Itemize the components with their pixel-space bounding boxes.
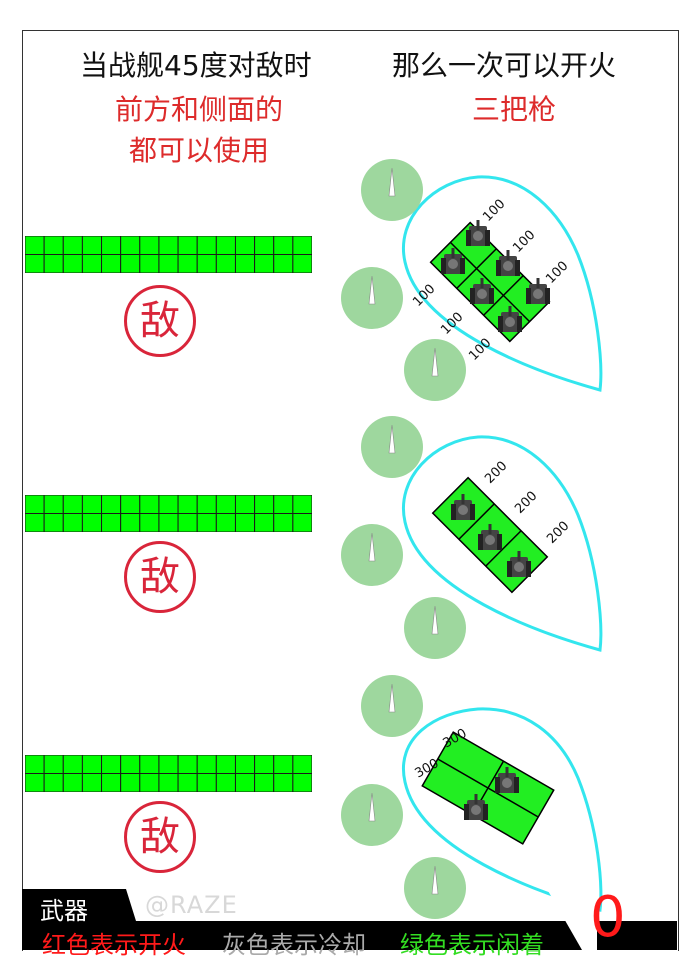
- enemy-grid-3: [25, 755, 312, 792]
- range-gauge-icon: [404, 857, 466, 919]
- range-gauge-icon: [341, 784, 403, 846]
- damage-label: 200: [482, 459, 510, 487]
- damage-label: 100: [480, 197, 508, 225]
- range-gauge-icon: [361, 159, 423, 221]
- enemy-grid-1: [25, 236, 312, 273]
- footer-title: 武器: [40, 897, 88, 925]
- watermark-text: @RAZE: [145, 891, 238, 919]
- damage-label: 100: [510, 228, 538, 256]
- damage-label: 100: [466, 336, 494, 364]
- enemy-seal-1: 敌: [124, 285, 196, 357]
- header-right-subtitle: 三把枪: [472, 93, 557, 126]
- range-gauges: [341, 159, 466, 919]
- damage-label: 100: [438, 310, 466, 338]
- fire-counter: 0: [590, 885, 626, 950]
- enemy-seal-2: 敌: [124, 541, 196, 613]
- damage-label: 100: [543, 259, 571, 287]
- legend-green: 绿色表示闲着: [400, 931, 544, 959]
- weapon-block-3: [421, 731, 555, 845]
- range-gauge-icon: [361, 675, 423, 737]
- ship-panel-3: 300 300: [402, 707, 603, 912]
- range-gauge-icon: [404, 597, 466, 659]
- legend-red: 红色表示开火: [42, 931, 186, 959]
- header-left-title: 当战舰45度对敌时: [80, 49, 312, 82]
- enemy-grid-2: [25, 495, 312, 532]
- diagram-frame: [22, 30, 679, 951]
- range-gauge-icon: [404, 339, 466, 401]
- ship-hull-outline-3: [402, 707, 603, 912]
- range-gauge-icon: [361, 416, 423, 478]
- damage-label: 200: [544, 519, 572, 547]
- header-left-subtitle-2: 都可以使用: [129, 134, 270, 167]
- legend-gray: 灰色表示冷却: [222, 931, 366, 959]
- ship-hull-outline-2: [402, 435, 603, 652]
- ship-hull-outline-1: [402, 175, 603, 392]
- range-gauge-icon: [341, 267, 403, 329]
- header-right-title: 那么一次可以开火: [392, 49, 617, 82]
- header-left-subtitle-1: 前方和侧面的: [115, 93, 284, 126]
- damage-label: 200: [512, 489, 540, 517]
- footer-bar: [22, 889, 677, 950]
- range-gauge-icon: [341, 524, 403, 586]
- enemy-seal-3: 敌: [124, 801, 196, 873]
